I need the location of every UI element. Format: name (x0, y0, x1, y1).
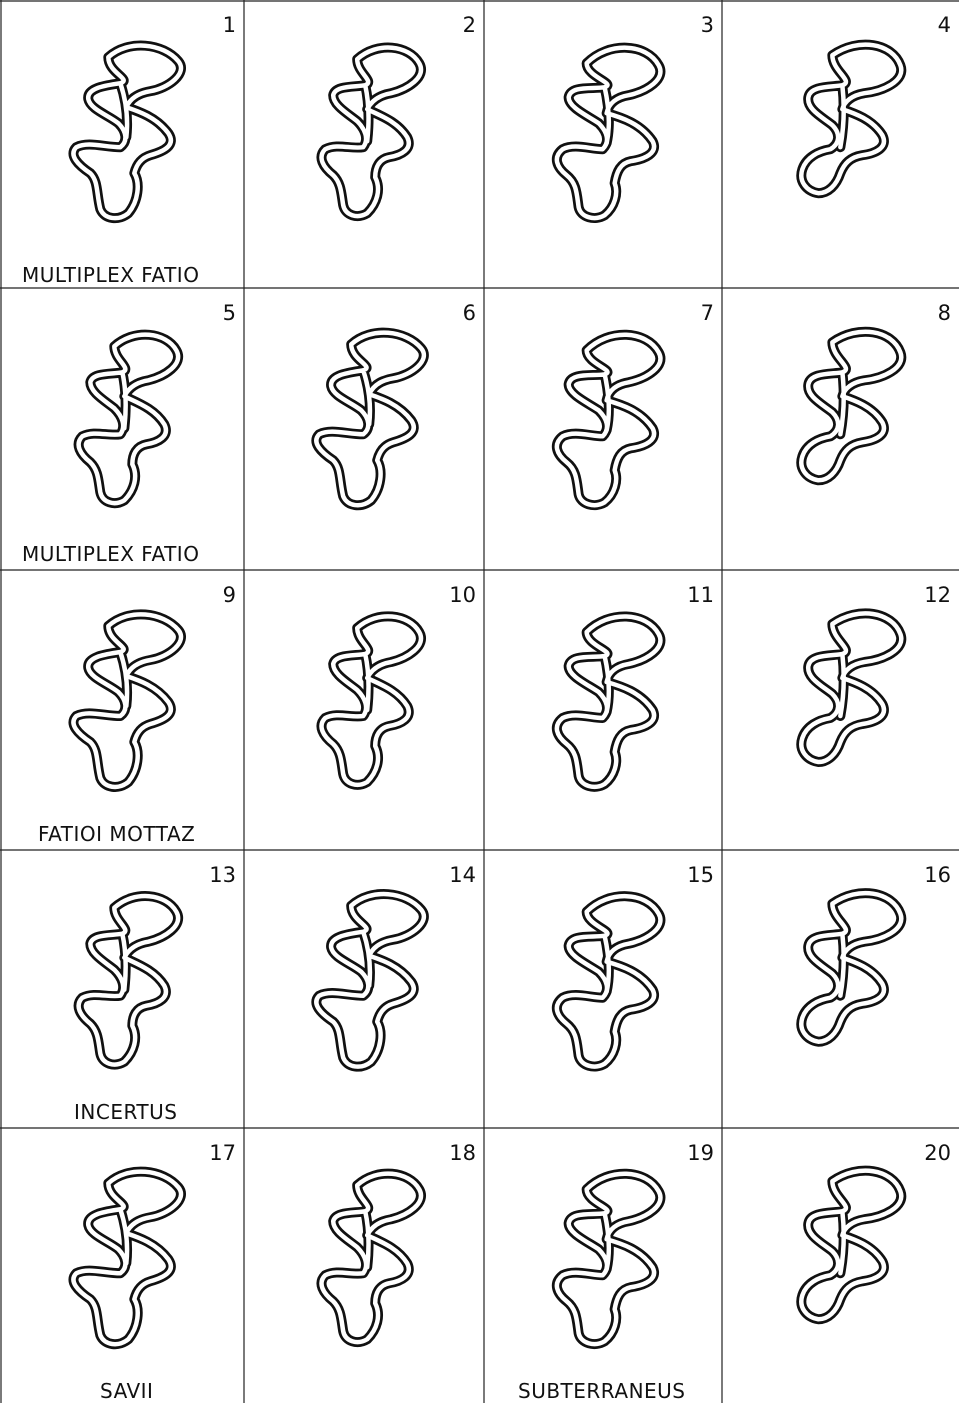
species-label-savii: SAVII (100, 1379, 153, 1403)
tooth-outline-11 (557, 616, 661, 786)
tooth-outline-stroke-outer (801, 45, 901, 194)
species-label-multiplex-fatio-row2: MULTIPLEX FATIO (22, 542, 199, 566)
cell-19: 19 (557, 1141, 714, 1344)
cell-number-3: 3 (701, 13, 714, 37)
cell-number-18: 18 (449, 1141, 476, 1165)
tooth-outline-2 (321, 48, 421, 216)
cell-number-7: 7 (701, 301, 714, 325)
cell-number-1: 1 (223, 13, 236, 37)
tooth-outline-20 (801, 1171, 901, 1320)
cell-number-12: 12 (924, 583, 951, 607)
cell-number-16: 16 (924, 863, 951, 887)
tooth-outline-stroke-outer (801, 893, 901, 1042)
cell-number-9: 9 (223, 583, 236, 607)
tooth-outline-17 (73, 1172, 181, 1345)
tooth-outline-15 (557, 896, 661, 1066)
cell-number-17: 17 (209, 1141, 236, 1165)
tooth-outline-18 (321, 1174, 421, 1342)
cell-8: 8 (801, 301, 951, 480)
tooth-outline-6 (316, 333, 424, 506)
tooth-outline-stroke-inner (316, 894, 424, 1067)
cell-20: 20 (801, 1141, 951, 1319)
cell-number-2: 2 (463, 13, 476, 37)
cell-number-10: 10 (449, 583, 476, 607)
tooth-outline-16 (801, 893, 901, 1042)
cell-3: 3 (557, 13, 714, 218)
tooth-outline-19 (557, 1174, 661, 1344)
tooth-outline-7 (557, 335, 661, 505)
cell-11: 11 (557, 583, 714, 787)
cell-number-11: 11 (687, 583, 714, 607)
cell-number-4: 4 (938, 13, 951, 37)
cell-9: 9 (73, 583, 236, 787)
cell-number-8: 8 (938, 301, 951, 325)
tooth-outline-10 (321, 616, 421, 784)
cell-7: 7 (557, 301, 714, 505)
species-label-multiplex-fatio-row1: MULTIPLEX FATIO (22, 263, 199, 287)
tooth-outline-stroke-inner (316, 333, 424, 506)
tooth-outline-1 (73, 46, 181, 219)
species-label-incertus: INCERTUS (74, 1100, 177, 1124)
cell-6: 6 (316, 301, 476, 505)
tooth-outline-stroke-outer (801, 332, 901, 481)
tooth-outline-12 (801, 613, 901, 762)
tooth-outline-stroke-inner (73, 614, 181, 787)
cell-2: 2 (321, 13, 476, 216)
tooth-outline-9 (73, 614, 181, 787)
tooth-outline-8 (801, 332, 901, 481)
tooth-outline-14 (316, 894, 424, 1067)
cell-17: 17 (73, 1141, 236, 1344)
cell-number-14: 14 (449, 863, 476, 887)
species-label-fatioi-mottaz: FATIOI MOTTAZ (38, 822, 195, 846)
cell-4: 4 (801, 13, 951, 193)
tooth-outline-stroke-inner (73, 1172, 181, 1345)
cell-13: 13 (79, 863, 236, 1065)
cell-number-20: 20 (924, 1141, 951, 1165)
cell-10: 10 (321, 583, 476, 785)
cell-number-13: 13 (209, 863, 236, 887)
tooth-outline-stroke-outer (801, 613, 901, 762)
tooth-outline-stroke-inner (73, 46, 181, 219)
cell-5: 5 (79, 301, 236, 503)
cell-number-6: 6 (463, 301, 476, 325)
cell-number-5: 5 (223, 301, 236, 325)
tooth-outline-5 (79, 335, 179, 503)
tooth-outline-3 (557, 48, 661, 218)
tooth-outline-13 (79, 896, 179, 1064)
species-label-subterraneus: SUBTERRANEUS (518, 1379, 686, 1403)
cell-12: 12 (801, 583, 951, 762)
cell-number-19: 19 (687, 1141, 714, 1165)
cell-number-15: 15 (687, 863, 714, 887)
cell-15: 15 (557, 863, 714, 1067)
tooth-outline-4 (801, 45, 901, 194)
tooth-outline-stroke-outer (801, 1171, 901, 1320)
cell-18: 18 (321, 1141, 476, 1342)
cell-14: 14 (316, 863, 476, 1067)
cell-1: 1 (73, 13, 236, 218)
cell-16: 16 (801, 863, 951, 1042)
